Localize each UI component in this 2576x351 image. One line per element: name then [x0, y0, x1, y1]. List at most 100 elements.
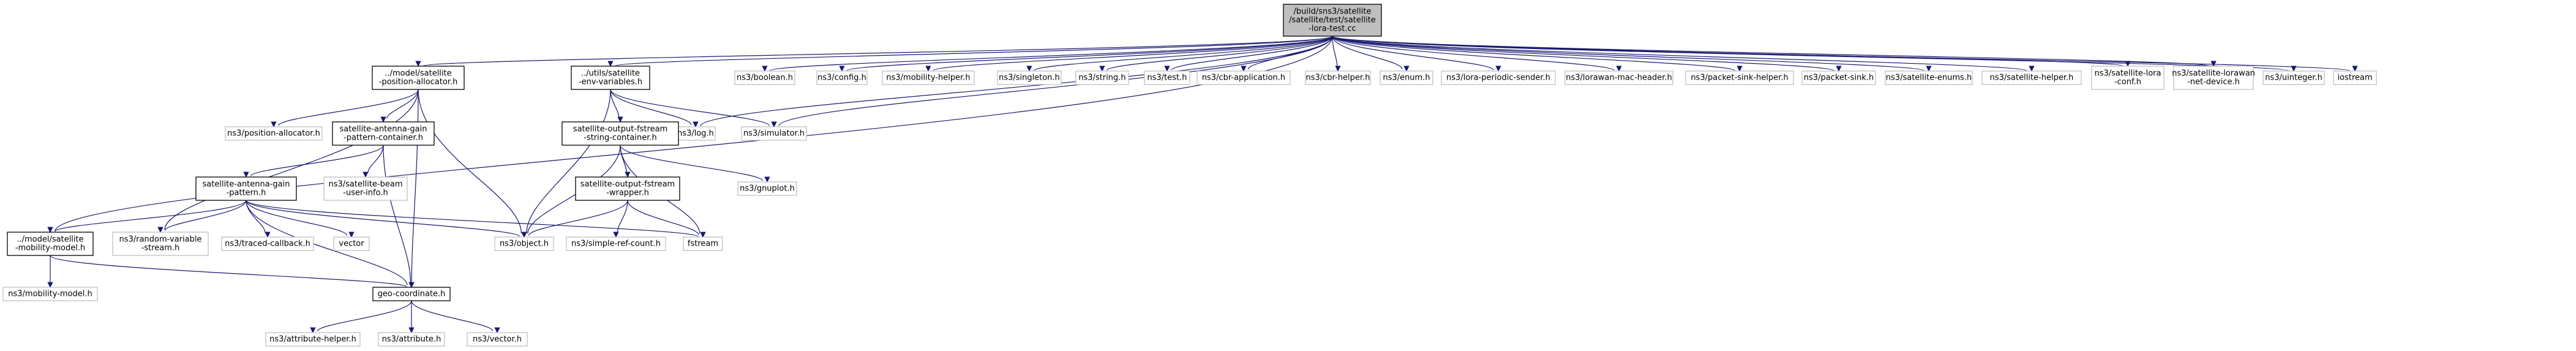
dependency-edge	[157, 89, 419, 233]
dependency-edge	[47, 200, 247, 233]
edge-line	[526, 89, 611, 233]
node-box	[737, 181, 797, 196]
dependency-edge	[246, 200, 706, 238]
node-geo-coord[interactable]: geo-coordinate.h	[372, 287, 451, 301]
node-gain-container[interactable]: satellite-antenna-gain-pattern-container…	[332, 121, 435, 146]
node-lorawan-mac-header[interactable]: ns3/lorawan-mac-header.h	[1564, 70, 1673, 85]
node-pos-alloc[interactable]: ../model/satellite-position-allocator.h	[372, 66, 465, 90]
node-label: ns3/cbr-application.h	[1202, 74, 1285, 83]
edge-arrowhead	[1241, 66, 1247, 72]
node-mobility-model-sat[interactable]: ../model/satellite-mobility-model.h	[7, 232, 94, 256]
edge-line	[422, 36, 1333, 67]
node-object[interactable]: ns3/object.h	[494, 236, 554, 251]
edge-arrowhead	[348, 232, 355, 238]
edge-line	[1332, 36, 1924, 72]
edge-line	[1332, 36, 2351, 72]
node-fstream[interactable]: fstream	[683, 236, 723, 251]
node-attribute-helper[interactable]: ns3/attribute-helper.h	[265, 332, 361, 347]
edge-arrowhead	[1026, 66, 1032, 72]
node-packet-sink[interactable]: ns3/packet-sink.h	[1801, 70, 1876, 85]
node-position-allocator[interactable]: ns3/position-allocator.h	[225, 126, 323, 141]
dependency-edge	[1332, 36, 1842, 72]
node-singleton[interactable]: ns3/singleton.h	[997, 70, 1062, 85]
node-log[interactable]: ns3/log.h	[675, 126, 716, 141]
node-label: satellite-antenna-gain	[340, 125, 427, 134]
dependency-edge	[271, 89, 419, 128]
dependency-edge	[610, 89, 777, 128]
dependency-edge	[380, 89, 419, 123]
node-ns3-vector[interactable]: ns3/vector.h	[467, 332, 528, 347]
node-fstream-wrapper[interactable]: satellite-output-fstream-wrapper.h	[575, 176, 680, 201]
node-env-vars[interactable]: ../utils/satellite-env-variables.h	[571, 66, 650, 90]
node-vector[interactable]: vector	[333, 236, 370, 251]
node-box	[2262, 70, 2325, 85]
node-box	[2173, 66, 2254, 90]
node-box	[2091, 66, 2165, 90]
dependency-edge	[1332, 36, 1622, 72]
node-uinteger[interactable]: ns3/uinteger.h	[2262, 70, 2325, 85]
edge-arrowhead	[1616, 66, 1622, 72]
node-sat-lorawan-net[interactable]: ns3/satellite-lorawan-net-device.h	[2172, 66, 2255, 90]
node-config[interactable]: ns3/config.h	[816, 70, 868, 85]
dependency-edge	[627, 200, 706, 238]
node-lora-periodic[interactable]: ns3/lora-periodic-sender.h	[1441, 70, 1556, 85]
node-cbr-app[interactable]: ns3/cbr-application.h	[1196, 70, 1291, 85]
dependency-edge	[1332, 36, 1932, 72]
node-gain-pattern[interactable]: satellite-antenna-gain-pattern.h	[195, 176, 297, 201]
node-enum[interactable]: ns3/enum.h	[1380, 70, 1433, 85]
node-fstream-container[interactable]: satellite-output-fstream-string-containe…	[561, 121, 679, 146]
node-boolean[interactable]: ns3/boolean.h	[734, 70, 795, 85]
edge-line	[54, 200, 247, 232]
dependency-edge	[1332, 36, 1410, 72]
node-box	[561, 121, 679, 146]
node-sat-helper[interactable]: ns3/satellite-helper.h	[1981, 70, 2082, 85]
node-beam-user-info[interactable]: ns3/satellite-beam-user-info.h	[323, 176, 408, 201]
node-simulator[interactable]: ns3/simulator.h	[741, 126, 807, 141]
node-simple-ref-count[interactable]: ns3/simple-ref-count.h	[566, 236, 666, 251]
edge-line	[1034, 36, 1333, 71]
dependency-edge	[610, 89, 623, 123]
node-label: ns3/satellite-lora	[2095, 69, 2161, 78]
node-box	[372, 287, 451, 301]
node-box	[1144, 70, 1190, 85]
node-random-var[interactable]: ns3/random-variable-stream.h	[112, 232, 209, 256]
edge-line	[246, 200, 408, 285]
edge-line	[246, 200, 520, 237]
edge-arrowhead	[771, 121, 777, 128]
node-box	[1981, 70, 2082, 85]
edge-arrowhead	[762, 66, 768, 72]
dependency-edge	[1026, 36, 1333, 72]
node-mobility-helper[interactable]: ns3/mobility-helper.h	[882, 70, 975, 85]
node-iostream[interactable]: iostream	[2333, 70, 2377, 85]
dependency-edge	[925, 36, 1333, 72]
node-label: ns3/boolean.h	[737, 74, 793, 83]
dependency-edge	[50, 255, 415, 289]
dependency-edge	[839, 36, 1333, 72]
edge-line	[1332, 36, 1338, 67]
node-mobility-model[interactable]: ns3/mobility-model.h	[2, 287, 98, 301]
node-box	[882, 70, 975, 85]
dependency-edge	[1332, 36, 2358, 72]
node-string[interactable]: ns3/string.h	[1075, 70, 1129, 85]
edge-line	[617, 200, 628, 233]
node-sat-lora-conf[interactable]: ns3/satellite-lora-conf.h	[2091, 66, 2165, 90]
edge-arrowhead	[47, 282, 53, 289]
edge-line	[278, 89, 419, 126]
node-label: ns3/satellite-beam	[329, 180, 403, 189]
edge-line	[411, 89, 419, 283]
node-traced-callback[interactable]: ns3/traced-callback.h	[221, 236, 314, 251]
edge-arrowhead	[2352, 66, 2358, 72]
edge-arrowhead	[617, 116, 623, 123]
node-packet-sink-helper[interactable]: ns3/packet-sink-helper.h	[1685, 70, 1794, 85]
node-cbr-helper[interactable]: ns3/cbr-helper.h	[1305, 70, 1371, 85]
node-label: -net-device.h	[2187, 78, 2240, 87]
node-root[interactable]: /build/sns3/satellite/satellite/test/sat…	[1283, 4, 1382, 37]
node-sat-enums[interactable]: ns3/satellite-enums.h	[1885, 70, 1973, 85]
node-test[interactable]: ns3/test.h	[1144, 70, 1190, 85]
node-attribute[interactable]: ns3/attribute.h	[378, 332, 445, 347]
edge-arrowhead	[2291, 66, 2297, 72]
edge-line	[700, 36, 1333, 127]
node-label: ns3/traced-callback.h	[225, 240, 310, 249]
edge-arrowhead	[625, 172, 631, 178]
node-gnuplot[interactable]: ns3/gnuplot.h	[737, 181, 797, 196]
